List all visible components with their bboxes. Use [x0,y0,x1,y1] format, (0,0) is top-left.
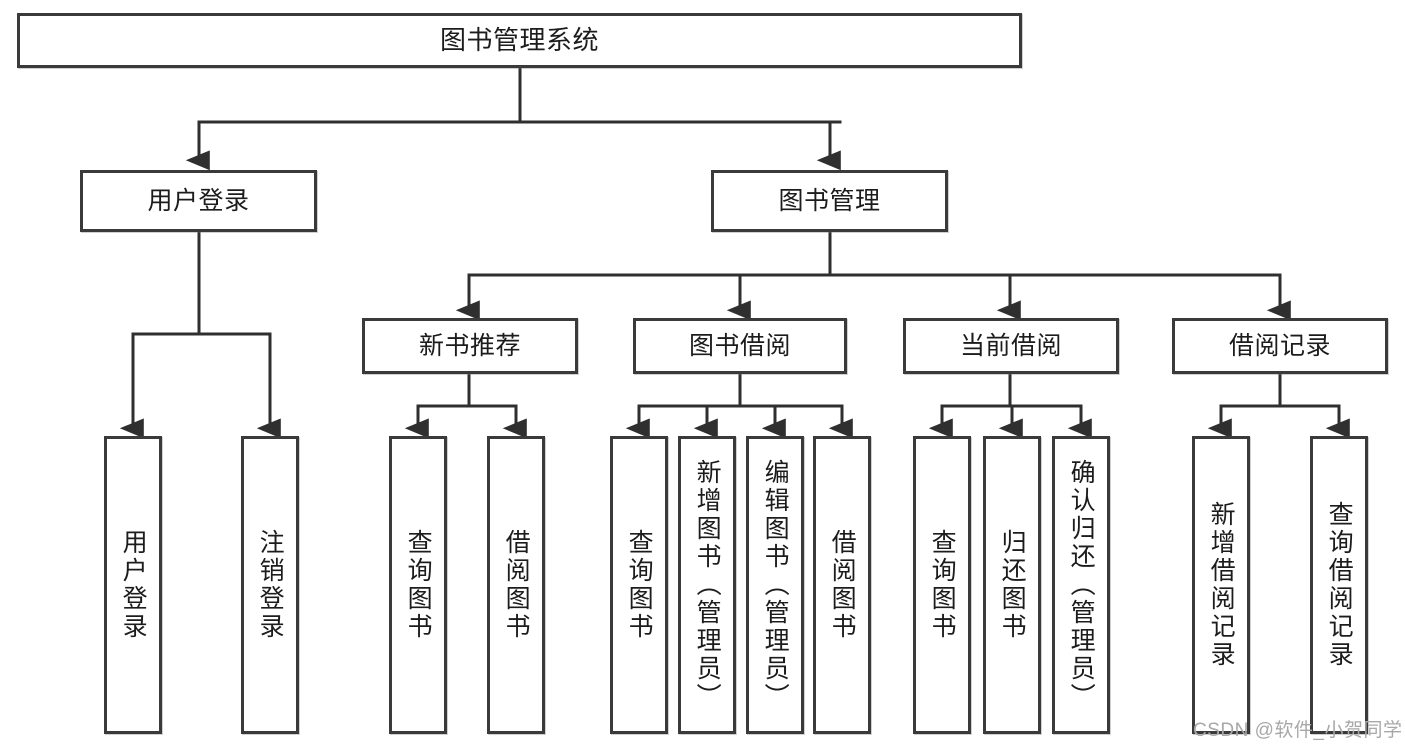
leaf-confirm-return-admin-label: 确认归还（管理员） [1067,459,1096,711]
node-user-login-label: 用户登录 [147,187,250,215]
node-current-borrow[interactable]: 当前借阅 [903,318,1119,374]
leaf-borrow-book-1-label: 借阅图书 [502,529,531,641]
node-book-borrow-label: 图书借阅 [688,332,791,360]
leaf-query-book-1[interactable]: 查询图书 [389,436,447,734]
leaf-return-book[interactable]: 归还图书 [983,436,1041,734]
node-root-label: 图书管理系统 [439,24,599,55]
leaf-user-login-label: 用户登录 [119,529,148,641]
node-new-book-recommend-label: 新书推荐 [418,332,521,360]
leaf-query-book-3[interactable]: 查询图书 [913,436,971,734]
leaf-query-borrow-record-label: 查询借阅记录 [1325,501,1354,669]
leaf-borrow-book-2[interactable]: 借阅图书 [813,436,871,734]
leaf-return-book-label: 归还图书 [998,529,1027,641]
leaf-query-book-2-label: 查询图书 [625,529,654,641]
leaf-add-borrow-record-label: 新增借阅记录 [1207,501,1236,669]
watermark: CSDN @软件_小贺同学 [1193,720,1403,741]
leaf-borrow-book-2-label: 借阅图书 [828,529,857,641]
node-book-borrow[interactable]: 图书借阅 [633,318,847,374]
node-new-book-recommend[interactable]: 新书推荐 [362,318,578,374]
leaf-confirm-return-admin[interactable]: 确认归还（管理员） [1052,436,1110,734]
leaf-query-book-1-label: 查询图书 [404,529,433,641]
node-book-manage[interactable]: 图书管理 [711,170,948,232]
node-book-manage-label: 图书管理 [778,187,881,215]
node-root[interactable]: 图书管理系统 [17,13,1022,68]
leaf-add-book-admin[interactable]: 新增图书（管理员） [678,436,736,734]
leaf-edit-book-admin[interactable]: 编辑图书（管理员） [746,436,804,734]
leaf-user-login[interactable]: 用户登录 [104,436,162,734]
leaf-edit-book-admin-label: 编辑图书（管理员） [761,459,790,711]
leaf-query-book-3-label: 查询图书 [928,529,957,641]
node-user-login[interactable]: 用户登录 [80,170,317,232]
leaf-query-book-2[interactable]: 查询图书 [610,436,668,734]
leaf-logout-login-label: 注销登录 [256,529,285,641]
node-borrow-record-label: 借阅记录 [1228,332,1331,360]
leaf-add-book-admin-label: 新增图书（管理员） [693,459,722,711]
node-current-borrow-label: 当前借阅 [959,332,1062,360]
leaf-borrow-book-1[interactable]: 借阅图书 [487,436,545,734]
leaf-query-borrow-record[interactable]: 查询借阅记录 [1310,436,1368,734]
node-borrow-record[interactable]: 借阅记录 [1172,318,1388,374]
leaf-add-borrow-record[interactable]: 新增借阅记录 [1192,436,1250,734]
leaf-logout-login[interactable]: 注销登录 [241,436,299,734]
